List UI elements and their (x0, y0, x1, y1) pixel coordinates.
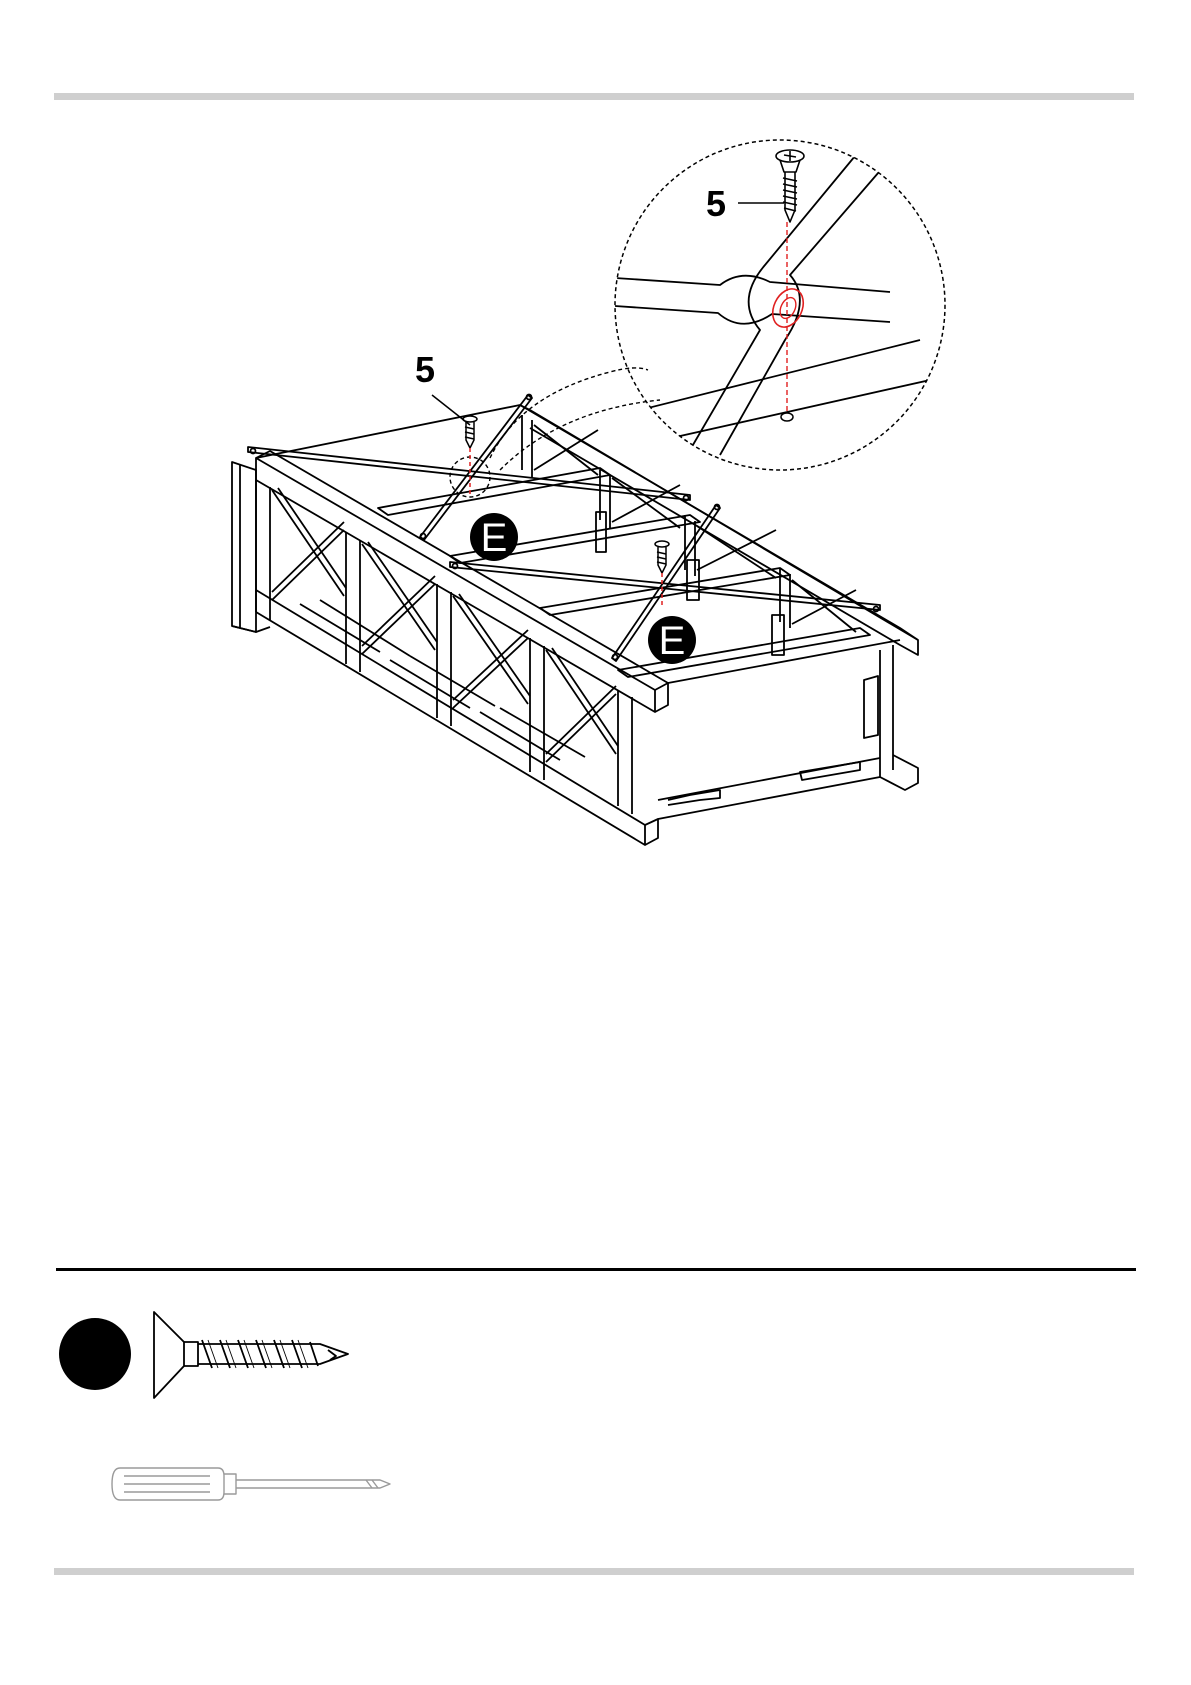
screw-callout: 5 (415, 349, 435, 390)
bottom-rule (54, 1568, 1134, 1575)
detail-magnifier: 5 (450, 140, 945, 497)
part-number-badge (59, 1318, 131, 1390)
hardware-divider (56, 1268, 1136, 1271)
panel-badge-label: E (659, 619, 686, 663)
panel-badge-e: E (470, 513, 518, 561)
screw-icon (463, 416, 477, 496)
support-bars (248, 395, 880, 662)
wood-screw-icon (150, 1310, 360, 1400)
assembly-illustration: 5 (0, 0, 1191, 900)
screwdriver-icon (110, 1462, 400, 1506)
detail-screw-callout: 5 (706, 183, 726, 224)
part-number-label (59, 1318, 60, 1319)
panel-badge-e: E (648, 616, 696, 664)
panel-badge-label: E (481, 516, 508, 560)
bench-frame (232, 405, 918, 845)
detail-screw-icon (776, 150, 804, 222)
